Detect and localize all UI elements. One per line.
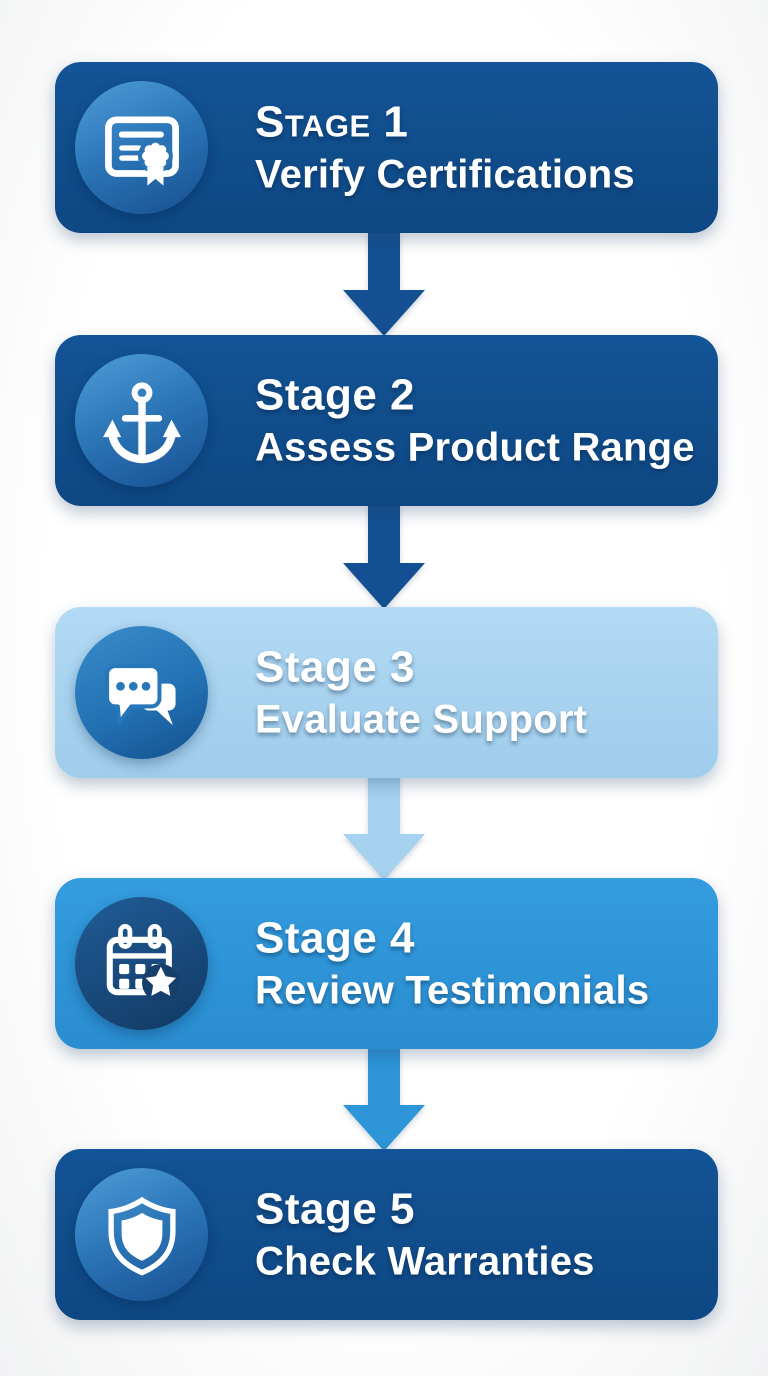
shield-icon — [75, 1168, 208, 1301]
stage-card-5: Stage 5 Check Warranties — [55, 1149, 718, 1320]
stage-card-1: Stage 1 Verify Certifications — [55, 62, 718, 233]
chat-bubbles-icon — [75, 626, 208, 759]
stage-title: Stage 5 — [255, 1184, 416, 1234]
stage-subtitle: Verify Certifications — [255, 152, 635, 197]
stage-subtitle: Assess Product Range — [255, 425, 695, 470]
stage-card-3: Stage 3 Evaluate Support — [55, 607, 718, 778]
calendar-star-icon — [75, 897, 208, 1030]
arrow-down-2 — [343, 503, 425, 609]
anchor-icon — [75, 354, 208, 487]
arrow-down-3 — [343, 774, 425, 880]
arrow-down-4 — [343, 1045, 425, 1151]
stage-subtitle: Evaluate Support — [255, 697, 588, 742]
certificate-icon — [75, 81, 208, 214]
stage-title: Stage 1 — [255, 97, 409, 147]
stage-card-4: Stage 4 Review Testimonials — [55, 878, 718, 1049]
stage-title: Stage 3 — [255, 642, 416, 692]
stage-subtitle: Review Testimonials — [255, 968, 650, 1013]
stage-card-2: Stage 2 Assess Product Range — [55, 335, 718, 506]
stage-title: Stage 2 — [255, 370, 416, 420]
stage-subtitle: Check Warranties — [255, 1239, 595, 1284]
stage-title: Stage 4 — [255, 913, 416, 963]
arrow-down-1 — [343, 230, 425, 336]
